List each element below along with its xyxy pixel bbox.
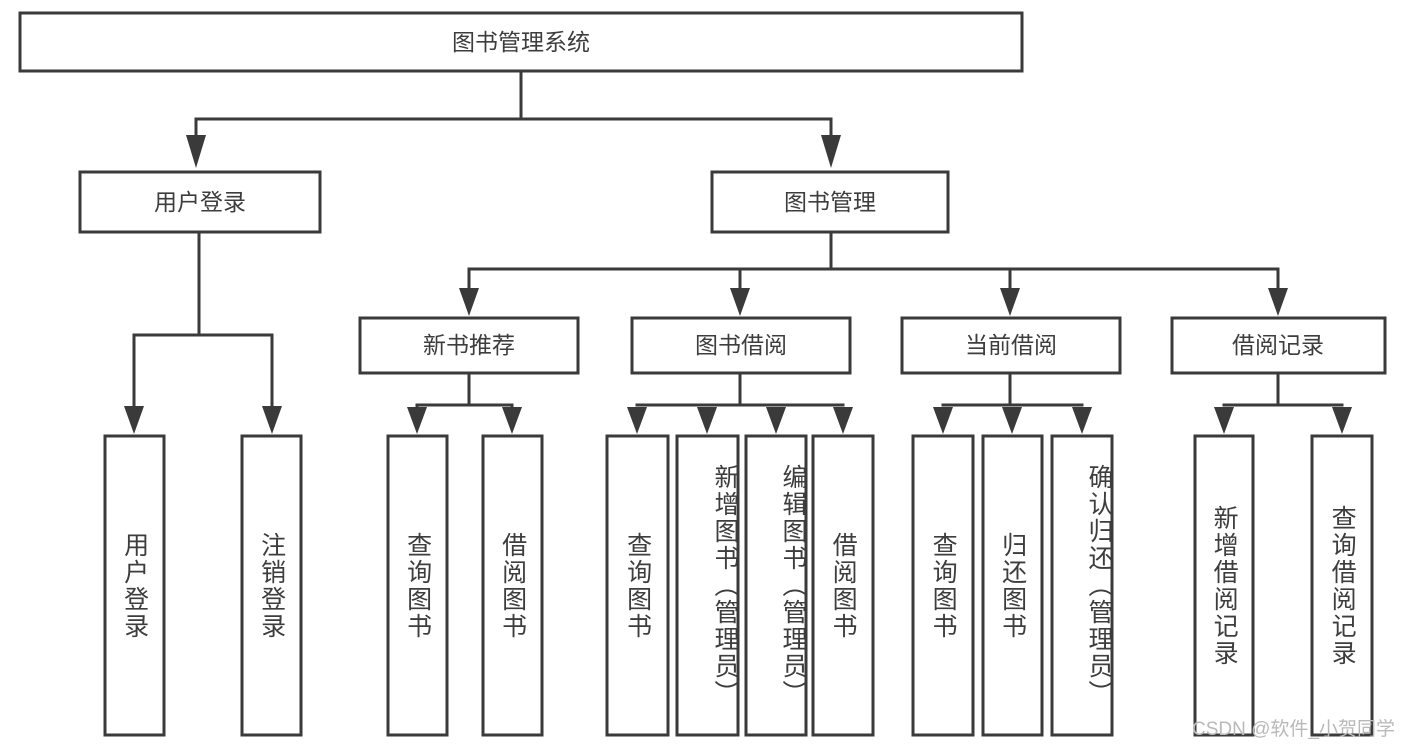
node-borrow-records-box[interactable]: [1170, 316, 1387, 375]
node-leaf-query-book-borrow-box[interactable]: [605, 434, 670, 737]
node-book-borrow[interactable]: 图书借阅: [630, 316, 852, 375]
node-leaf-confirm-return-admin-box[interactable]: [1050, 434, 1114, 737]
arrowhead-leaf-query-book-rec: [407, 407, 427, 434]
node-new-book-recommend-box[interactable]: [358, 316, 580, 375]
arrowhead-new-book-recommend: [459, 288, 479, 316]
node-leaf-borrow-book-rec[interactable]: 借阅图书: [481, 434, 544, 737]
node-leaf-logout-label: 注销登录: [257, 531, 286, 640]
node-user-login-box[interactable]: [78, 170, 322, 234]
arrowhead-leaf-query-borrow-record: [1332, 407, 1352, 434]
arrowhead-leaf-borrow-book: [833, 407, 853, 434]
node-book-management-box[interactable]: [710, 170, 950, 234]
node-leaf-borrow-book-rec-box[interactable]: [481, 434, 544, 737]
node-book-borrow-label: 图书借阅: [695, 332, 787, 358]
arrowhead-leaf-borrow-book-rec: [502, 407, 522, 434]
node-leaf-add-book-admin[interactable]: 新增图书（管理员）: [675, 434, 740, 737]
node-leaf-query-book-rec-box[interactable]: [386, 434, 449, 737]
node-new-book-recommend[interactable]: 新书推荐: [358, 316, 580, 375]
arrowhead-leaf-logout: [262, 406, 282, 434]
node-leaf-query-book-current-box[interactable]: [911, 434, 975, 737]
arrowhead-leaf-add-borrow-record: [1214, 407, 1234, 434]
node-leaf-query-book-borrow-label: 查询图书: [623, 531, 652, 640]
node-leaf-borrow-book[interactable]: 借阅图书: [811, 434, 875, 737]
node-leaf-query-book-rec-label: 查询图书: [403, 531, 432, 640]
node-borrow-records[interactable]: 借阅记录: [1170, 316, 1387, 375]
node-borrow-records-label: 借阅记录: [1232, 332, 1324, 358]
node-leaf-return-book[interactable]: 归还图书: [981, 434, 1044, 737]
node-leaf-add-book-admin-box[interactable]: [675, 434, 740, 737]
node-root-box[interactable]: [18, 11, 1024, 73]
node-leaf-logout-box[interactable]: [240, 434, 303, 737]
node-leaf-logout[interactable]: 注销登录: [240, 434, 303, 737]
arrowhead-book-borrow: [730, 288, 750, 316]
arrowhead-leaf-return-book: [1002, 407, 1022, 434]
node-leaf-edit-book-admin[interactable]: 编辑图书（管理员）: [744, 434, 808, 737]
node-leaf-confirm-return-admin[interactable]: 确认归还（管理员）: [1050, 434, 1114, 737]
node-leaf-query-book-current[interactable]: 查询图书: [911, 434, 975, 737]
node-leaf-borrow-book-rec-label: 借阅图书: [498, 531, 527, 640]
node-leaf-edit-book-admin-box[interactable]: [744, 434, 808, 737]
node-new-book-recommend-label: 新书推荐: [423, 332, 515, 358]
node-root[interactable]: 图书管理系统: [18, 11, 1024, 73]
arrowhead-book-management: [821, 135, 841, 168]
node-leaf-add-borrow-record-label: 新增借阅记录: [1210, 504, 1239, 667]
arrowhead-leaf-query-book-current: [933, 407, 953, 434]
node-leaf-confirm-return-admin-label: 确认归还（管理员）: [1085, 464, 1112, 707]
arrowhead-leaf-query-book-borrow: [627, 407, 647, 434]
node-leaf-query-borrow-record-label: 查询借阅记录: [1328, 504, 1357, 667]
node-leaf-borrow-book-label: 借阅图书: [829, 531, 858, 640]
node-book-management[interactable]: 图书管理: [710, 170, 950, 234]
node-book-management-label: 图书管理: [784, 189, 876, 215]
node-leaf-add-book-admin-label: 新增图书（管理员）: [711, 464, 738, 707]
node-leaf-add-borrow-record-box[interactable]: [1193, 434, 1255, 737]
connector-layer: [124, 69, 1352, 434]
node-root-label: 图书管理系统: [452, 29, 590, 55]
arrowhead-current-borrow: [1000, 288, 1020, 316]
node-current-borrow-label: 当前借阅: [965, 332, 1057, 358]
arrowhead-user-login: [186, 135, 206, 168]
node-leaf-query-borrow-record-box[interactable]: [1310, 434, 1374, 737]
node-leaf-return-book-label: 归还图书: [998, 531, 1027, 640]
node-leaf-user-login-box[interactable]: [103, 434, 166, 737]
node-leaf-query-borrow-record[interactable]: 查询借阅记录: [1310, 434, 1374, 737]
node-leaf-user-login-label: 用户登录: [120, 531, 149, 640]
node-leaf-query-book-borrow[interactable]: 查询图书: [605, 434, 670, 737]
arrowhead-borrow-records: [1268, 288, 1288, 316]
node-book-borrow-box[interactable]: [630, 316, 852, 375]
node-user-login-label: 用户登录: [154, 189, 246, 215]
node-current-borrow[interactable]: 当前借阅: [900, 316, 1122, 375]
node-leaf-query-book-current-label: 查询图书: [929, 531, 958, 640]
node-leaf-add-borrow-record[interactable]: 新增借阅记录: [1193, 434, 1255, 737]
arrowhead-leaf-user-login: [124, 406, 144, 434]
node-leaf-query-book-rec[interactable]: 查询图书: [386, 434, 449, 737]
arrowhead-leaf-confirm-return-admin: [1072, 407, 1092, 434]
node-leaf-edit-book-admin-label: 编辑图书（管理员）: [779, 464, 806, 707]
node-leaf-user-login[interactable]: 用户登录: [103, 434, 166, 737]
arrowhead-leaf-add-book-admin: [697, 407, 717, 434]
node-leaf-return-book-box[interactable]: [981, 434, 1044, 737]
node-user-login[interactable]: 用户登录: [78, 170, 322, 234]
arrowhead-leaf-edit-book-admin: [766, 407, 786, 434]
node-current-borrow-box[interactable]: [900, 316, 1122, 375]
node-leaf-borrow-book-box[interactable]: [811, 434, 875, 737]
